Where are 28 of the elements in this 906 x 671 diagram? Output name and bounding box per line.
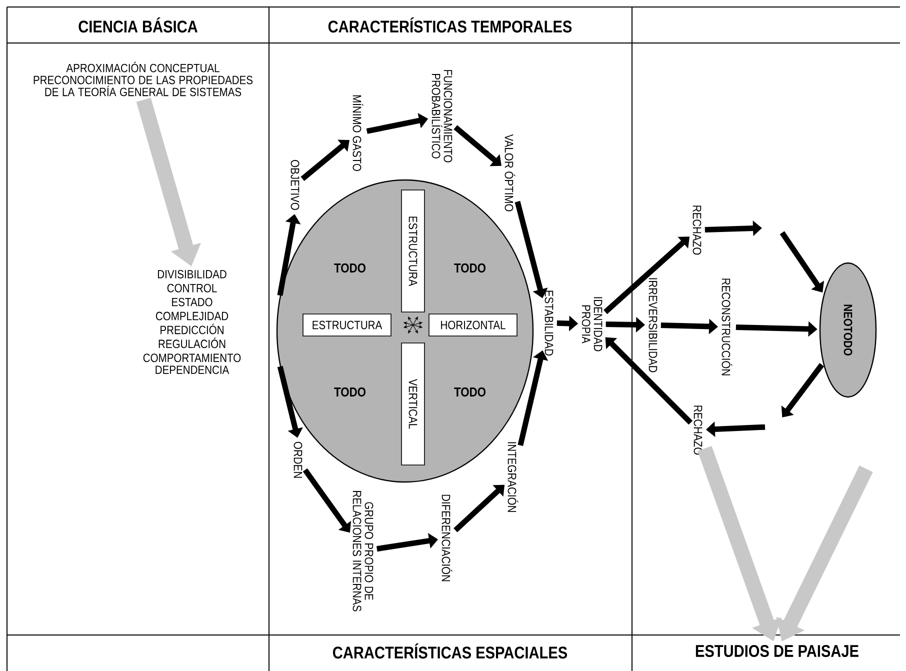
- step-label: ORDEN: [294, 442, 302, 478]
- step-label: VALOR ÓPTIMO: [504, 134, 516, 212]
- step-label: ESTABILIDAD: [544, 290, 554, 356]
- step-label: RECONSTRUCCIÓN: [722, 278, 732, 376]
- region-label: TODO: [334, 387, 366, 397]
- region-label: TODO: [334, 263, 366, 273]
- step-label: INTEGRACIÓN: [508, 442, 518, 512]
- column-heading: ESTUDIOS DE PAISAJE: [696, 645, 858, 657]
- region-label: TODO: [454, 387, 486, 397]
- arrow: [605, 337, 693, 425]
- concept-text: APROXIMACIÓN CONCEPTUAL PRECONOCIMIENTO DE LAS PROPIEDADES DE LA TEORÍA GENERAL DE SISTEMAS: [34, 62, 253, 96]
- step-label: DIFERENCIACIÓN: [442, 494, 452, 582]
- step-label: IRREVERSIBILIDAD: [648, 278, 658, 372]
- step-label: OBJETIVO: [290, 160, 300, 210]
- column-heading: CIENCIA BÁSICA: [78, 17, 198, 33]
- arrow: [454, 125, 502, 166]
- property-list: DIVISIBILIDAD CONTROL ESTADO COMPLEJIDAD PREDICCIÓN REGULACIÓN COMPORTAMIENTO DEPENDENCIA: [143, 270, 241, 374]
- column-heading: CARACTERÍSTICAS TEMPORALES: [328, 17, 572, 33]
- step-label: GRUPO PROPIO DE RELACIONES INTERNAS: [352, 491, 374, 612]
- step-label: RECHAZO: [694, 406, 702, 455]
- step-label: MÍNIMO GASTO: [352, 95, 364, 171]
- column-heading: CARACTERÍSTICAS ESPACIALES: [333, 643, 568, 659]
- step-label: RECHAZO: [692, 206, 702, 255]
- step-label: IDENTIDAD PROPIA: [582, 297, 602, 352]
- step-label: FUNCIONAMIENTO PROBABILÍSTICO: [432, 70, 452, 162]
- arrow: [300, 140, 350, 181]
- region-label: TODO: [454, 263, 486, 273]
- arrow: [780, 231, 824, 292]
